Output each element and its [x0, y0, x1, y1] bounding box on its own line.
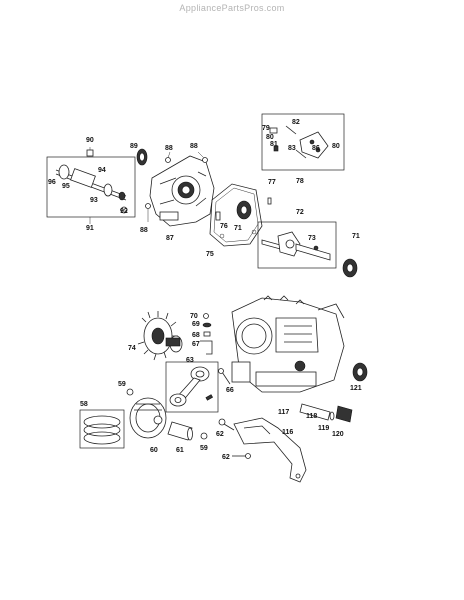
watermark: AppliancePartsPros.com — [179, 3, 285, 13]
part-118-oil-fill-tube[interactable] — [299, 403, 331, 421]
callout-67: 67 — [192, 341, 200, 348]
callout-75: 75 — [206, 251, 214, 258]
callout-58: 58 — [80, 401, 88, 408]
parts-67-70-hardware[interactable] — [200, 313, 213, 355]
assembly-box-72 — [257, 221, 337, 269]
part-60-piston[interactable] — [129, 397, 167, 439]
callout-93: 93 — [90, 197, 98, 204]
part-76-dowel-pin[interactable] — [215, 211, 221, 221]
callout-88-left: 88 — [165, 145, 173, 152]
callout-90: 90 — [86, 137, 94, 144]
part-121-oil-seal[interactable] — [352, 362, 368, 382]
part-59-piston-pin-clip[interactable] — [126, 388, 208, 440]
part-87-crankcase-cover[interactable] — [145, 155, 215, 227]
part-116-bracket[interactable] — [233, 417, 307, 483]
assembly-box-78 — [261, 113, 345, 171]
callout-94: 94 — [98, 167, 106, 174]
callout-120: 120 — [332, 431, 344, 438]
callout-76: 76 — [220, 223, 228, 230]
part-72-crankshaft[interactable] — [261, 231, 331, 261]
part-75-gasket[interactable] — [209, 183, 263, 247]
callout-81: 81 — [270, 141, 278, 148]
callout-92: 92 — [120, 208, 128, 215]
part-62-bolt-lower[interactable] — [232, 453, 251, 459]
callout-118: 118 — [306, 413, 317, 420]
part-58-piston-rings[interactable] — [83, 415, 121, 445]
callout-72: 72 — [296, 209, 304, 216]
callout-70: 70 — [190, 313, 198, 320]
callout-66: 66 — [226, 387, 234, 394]
callout-78: 78 — [296, 178, 304, 185]
callout-96: 96 — [48, 179, 56, 186]
callout-82: 82 — [292, 119, 300, 126]
callout-59-right: 59 — [200, 445, 208, 452]
callout-86: 86 — [312, 145, 320, 152]
callout-79: 79 — [262, 125, 270, 132]
part-89-oil-seal[interactable] — [136, 148, 148, 166]
governor-lever-parts[interactable] — [269, 125, 329, 159]
callout-117: 117 — [278, 409, 289, 416]
part-63-connecting-rod[interactable] — [169, 366, 214, 407]
part-90-bolt[interactable] — [86, 147, 94, 157]
callout-60: 60 — [150, 447, 158, 454]
part-117-engine-block[interactable] — [231, 295, 345, 393]
callout-71-upper: 71 — [234, 225, 242, 232]
callout-62-upper: 62 — [216, 431, 224, 438]
callout-59-left: 59 — [118, 381, 126, 388]
callout-116: 116 — [282, 429, 293, 436]
callout-69: 69 — [192, 321, 200, 328]
part-71-bearing-upper[interactable] — [236, 200, 252, 220]
governor-shaft-assembly[interactable] — [55, 164, 128, 214]
callout-91: 91 — [86, 225, 94, 232]
callout-88-right: 88 — [190, 143, 198, 150]
callout-61: 61 — [176, 447, 184, 454]
callout-77: 77 — [268, 179, 276, 186]
callout-74: 74 — [128, 345, 136, 352]
part-74-flywheel[interactable] — [137, 311, 183, 361]
callout-95: 95 — [62, 183, 70, 190]
callout-89: 89 — [130, 143, 138, 150]
part-62-bolt-upper[interactable] — [218, 418, 235, 431]
part-61-piston-pin[interactable] — [167, 421, 193, 441]
part-71-bearing-lower[interactable] — [342, 258, 358, 278]
callout-83: 83 — [288, 145, 296, 152]
callout-80-right: 80 — [332, 143, 340, 150]
callout-119: 119 — [318, 425, 329, 432]
assembly-box-58 — [79, 409, 125, 449]
assembly-box-63 — [165, 361, 219, 413]
callout-63: 63 — [186, 357, 194, 364]
callout-121: 121 — [350, 385, 362, 392]
callout-71-lower: 71 — [352, 233, 360, 240]
callout-80-left: 80 — [266, 134, 274, 141]
part-120-oil-cap[interactable] — [335, 405, 353, 423]
callout-88-lower: 88 — [140, 227, 148, 234]
callout-62-lower: 62 — [222, 454, 230, 461]
callout-73: 73 — [308, 235, 316, 242]
part-119-o-ring[interactable] — [329, 411, 335, 421]
part-77-pin[interactable] — [267, 197, 272, 205]
assembly-box-91 — [46, 156, 136, 218]
part-66-bolt[interactable] — [218, 368, 231, 385]
callout-87: 87 — [166, 235, 174, 242]
callout-68: 68 — [192, 332, 200, 339]
